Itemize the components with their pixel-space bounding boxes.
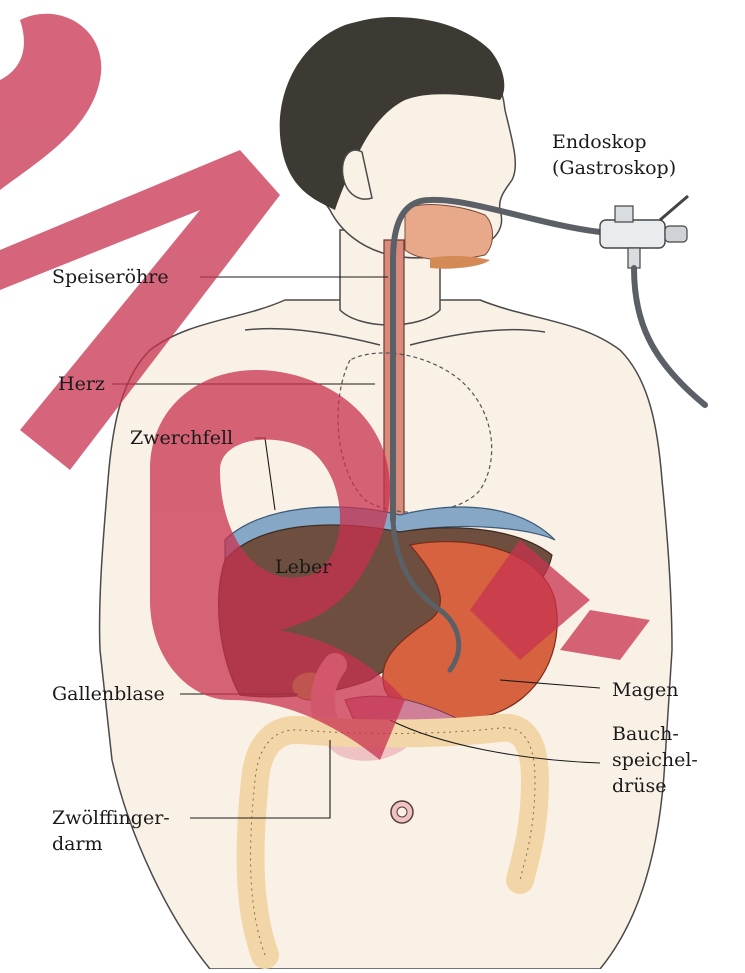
label-zwoelf-1: Zwölffinger- [52,806,170,830]
label-magen: Magen [612,678,678,702]
tongue [430,256,490,269]
label-gastroskop: (Gastroskop) [552,156,676,180]
label-zwerchfell: Zwerchfell [130,426,233,450]
label-gallenblase: Gallenblase [52,682,165,706]
label-leber: Leber [275,555,331,579]
label-speiseroehre: Speiseröhre [52,265,169,289]
oral-cavity [405,205,493,260]
label-bauch-2: speichel- [612,748,698,772]
intestine-lumen [397,807,407,817]
label-zwoelf-2: darm [52,832,103,856]
label-herz: Herz [58,372,105,396]
label-endoskop: Endoskop [552,130,647,154]
label-bauch-1: Bauch- [612,722,679,746]
label-bauch-3: drüse [612,774,666,798]
